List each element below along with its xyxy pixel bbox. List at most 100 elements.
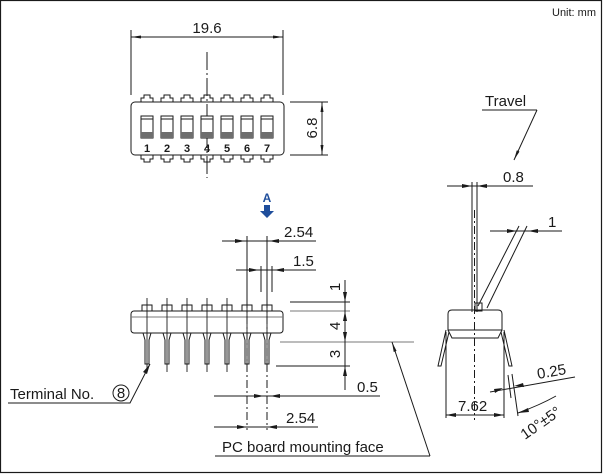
dim-width-19-6: 19.6 (192, 20, 221, 37)
switch-actuator (181, 132, 193, 138)
travel-leader (513, 109, 538, 161)
terminal-nub-top (160, 94, 174, 103)
terminal-nub-top (240, 94, 254, 103)
terminal-nub-top (260, 94, 274, 103)
pin-lead (142, 332, 152, 365)
side-body-bottom (447, 329, 503, 339)
switch-1: 1 (140, 94, 154, 163)
lead-right (500, 329, 513, 367)
pin-4 (201, 298, 213, 372)
terminal-leader (8, 363, 151, 404)
actuator-tilted-edge (486, 225, 528, 309)
terminal-number: 8 (117, 385, 125, 402)
switch-number: 7 (264, 143, 270, 155)
dim-pin-width: 1.5 (293, 253, 314, 270)
mounting-face-leader (391, 341, 431, 457)
angle-line (511, 373, 519, 417)
view-arrow-icon (260, 205, 274, 218)
pin-7 (261, 298, 273, 372)
dim-row-spacing: 7.62 (458, 398, 487, 415)
terminal-nub-bottom (200, 155, 214, 163)
terminal-label: Terminal No. (10, 386, 94, 403)
pin-lead (182, 332, 192, 365)
side-body-top (447, 309, 503, 331)
travel-label: Travel (485, 93, 526, 110)
switch-number: 3 (184, 143, 190, 155)
terminal-nub-bottom (240, 155, 254, 163)
terminal-nub-bottom (180, 155, 194, 163)
dim-pin-length: 3 (327, 350, 344, 358)
terminal-nub-bottom (260, 155, 274, 163)
switch-2: 2 (160, 94, 174, 163)
switch-array: 1 2 3 4 5 6 7 (140, 94, 274, 163)
pin-1 (141, 298, 153, 372)
pin-2 (161, 298, 173, 372)
switch-number: 1 (144, 143, 150, 155)
switch-actuator (201, 132, 213, 138)
switch-number: 4 (204, 143, 211, 155)
switch-5: 5 (220, 94, 234, 163)
angle-line (507, 374, 512, 399)
terminal-nub-bottom (220, 155, 234, 163)
dim-height-6-8: 6.8 (304, 118, 321, 139)
switch-number: 5 (224, 143, 230, 155)
pin-lead (202, 332, 212, 365)
switch-actuator (261, 132, 273, 138)
side-view (437, 109, 576, 420)
dim-pin-thickness: 0.5 (357, 379, 378, 396)
dim-travel: 0.8 (503, 169, 524, 186)
dim-actuator: 1 (548, 214, 556, 231)
switch-actuator (161, 132, 173, 138)
pin-lead (262, 332, 272, 365)
terminal-number-circle (112, 384, 130, 402)
pin-lead (162, 332, 172, 365)
pin-lead (242, 332, 252, 365)
switch-actuator (141, 132, 153, 138)
dim-lead-angle: 10°±5° (518, 403, 565, 443)
arrowheads (507, 229, 538, 233)
unit-label: Unit: mm (552, 7, 596, 19)
dimension-line-lead (489, 376, 576, 393)
switch-number: 6 (244, 143, 250, 155)
arrowheads (143, 364, 150, 374)
terminal-nub-bottom (140, 155, 154, 163)
switch-number: 2 (164, 143, 170, 155)
switch-7: 7 (260, 94, 274, 163)
dim-body-height: 4 (327, 322, 344, 330)
arrowheads (462, 184, 487, 188)
dim-lead-thickness: 0.25 (536, 361, 568, 383)
arrowheads (249, 268, 284, 272)
switch-actuator (221, 132, 233, 138)
terminal-nub-bottom (160, 155, 174, 163)
dim-pitch-bottom: 2.54 (286, 410, 315, 427)
lead-left (437, 329, 450, 367)
mounting-face-label: PC board mounting face (222, 439, 384, 456)
switch-3: 3 (180, 94, 194, 163)
terminal-nub-top (200, 94, 214, 103)
dim-pitch-top: 2.54 (284, 224, 313, 241)
arrowheads (237, 425, 277, 429)
terminal-nub-top (140, 94, 154, 103)
actuator-knob (474, 302, 483, 312)
switch-4: 4 (200, 94, 214, 163)
terminal-nub-top (180, 94, 194, 103)
pin-3 (181, 298, 193, 372)
arrowheads (343, 292, 347, 376)
pin-5 (221, 298, 233, 372)
actuator-tilted-edge (477, 225, 520, 307)
pin-lead (222, 332, 232, 365)
switch-6: 6 (240, 94, 254, 163)
arrowheads (254, 394, 280, 398)
arrowheads (494, 383, 524, 393)
dim-actuator-height: 1 (327, 283, 344, 291)
view-marker-a: A (263, 191, 272, 205)
arrowheads (518, 408, 529, 413)
arrowheads (235, 239, 279, 243)
terminal-nub-top (220, 94, 234, 103)
pin-6 (241, 298, 253, 372)
switch-actuator (241, 132, 253, 138)
front-view (8, 236, 431, 457)
front-pin-array (141, 298, 273, 372)
